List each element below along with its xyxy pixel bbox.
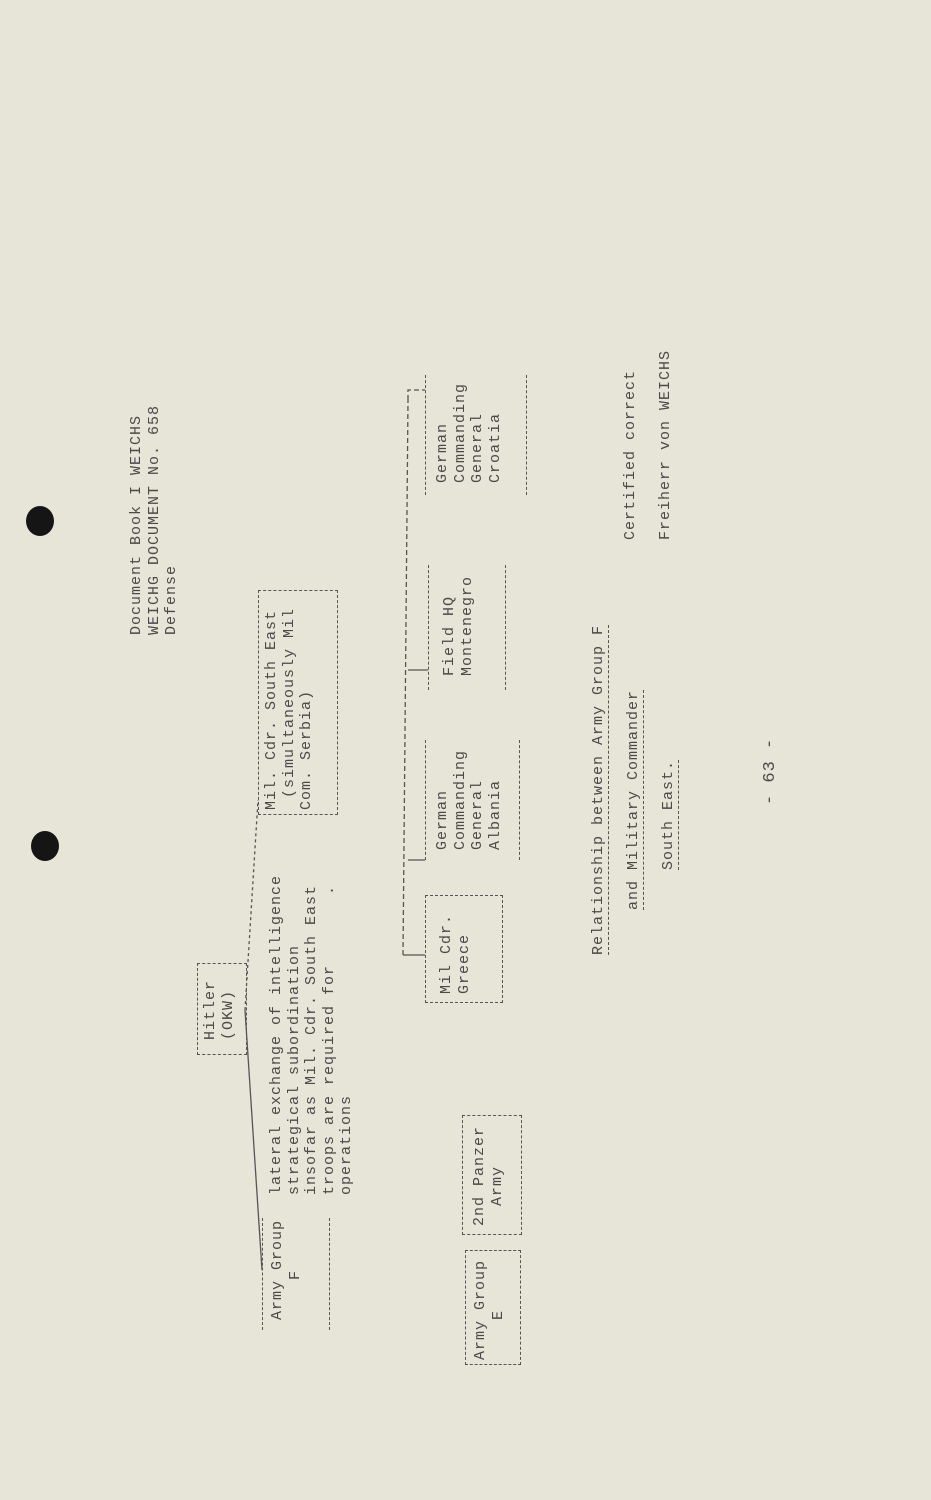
box-text: Hitler: [202, 979, 219, 1040]
caption-line-2: and Military Commander: [625, 689, 644, 910]
box-mil-cdr-greece: Mil Cdr.Greece: [425, 895, 503, 1003]
note-line: troops are required for .: [320, 884, 338, 1195]
box-text: General: [469, 412, 486, 483]
box-text: Mil. Cdr. South East: [263, 609, 280, 810]
box-text: Army Group: [472, 1259, 489, 1360]
box-text: Albania: [486, 779, 504, 850]
box-text: Croatia: [486, 412, 504, 483]
box-text: Montenegro: [458, 575, 476, 676]
box-text: (simultaneously Mil: [280, 607, 298, 798]
box-text: German: [434, 789, 451, 850]
box-text: German: [434, 422, 451, 483]
punch-hole: [26, 506, 54, 536]
box-text: F: [286, 1269, 304, 1280]
note-line: insofar as Mil. Cdr. South East: [303, 884, 320, 1195]
box-text: Com. Serbia): [298, 689, 315, 810]
box-text: Army Group: [269, 1219, 286, 1320]
note-line: operations: [338, 1094, 355, 1195]
header-line-3: Defense: [163, 564, 180, 635]
box-text: (OKW): [219, 989, 237, 1040]
box-text: Greece: [455, 933, 473, 994]
box-text: General: [469, 779, 486, 850]
box-text: Commanding: [451, 749, 469, 850]
box-text: Army: [488, 1165, 506, 1206]
box-text: Commanding: [451, 382, 469, 483]
header-line-1: Document Book I WEICHS: [128, 414, 145, 635]
caption-line-3: South East.: [660, 759, 679, 870]
note-line: strategical subordination: [285, 944, 303, 1195]
box-text: Mil Cdr.: [438, 913, 455, 994]
box-text: 2nd Panzer: [471, 1125, 488, 1226]
punch-hole: [31, 831, 59, 861]
header-line-2: WEICHG DOCUMENT No. 658: [145, 404, 163, 635]
signature-name: Freiherr von WEICHS: [657, 349, 674, 540]
page-number: - 63 -: [761, 737, 780, 805]
caption-line-1: Relationship between Army Group F: [590, 624, 609, 955]
box-hitler: Hitler(OKW): [197, 963, 247, 1055]
certified-correct: Certified correct: [622, 369, 639, 540]
box-text: Field HQ: [441, 595, 458, 676]
note-line: lateral exchange of intelligence: [268, 874, 285, 1195]
box-text: E: [489, 1309, 507, 1320]
